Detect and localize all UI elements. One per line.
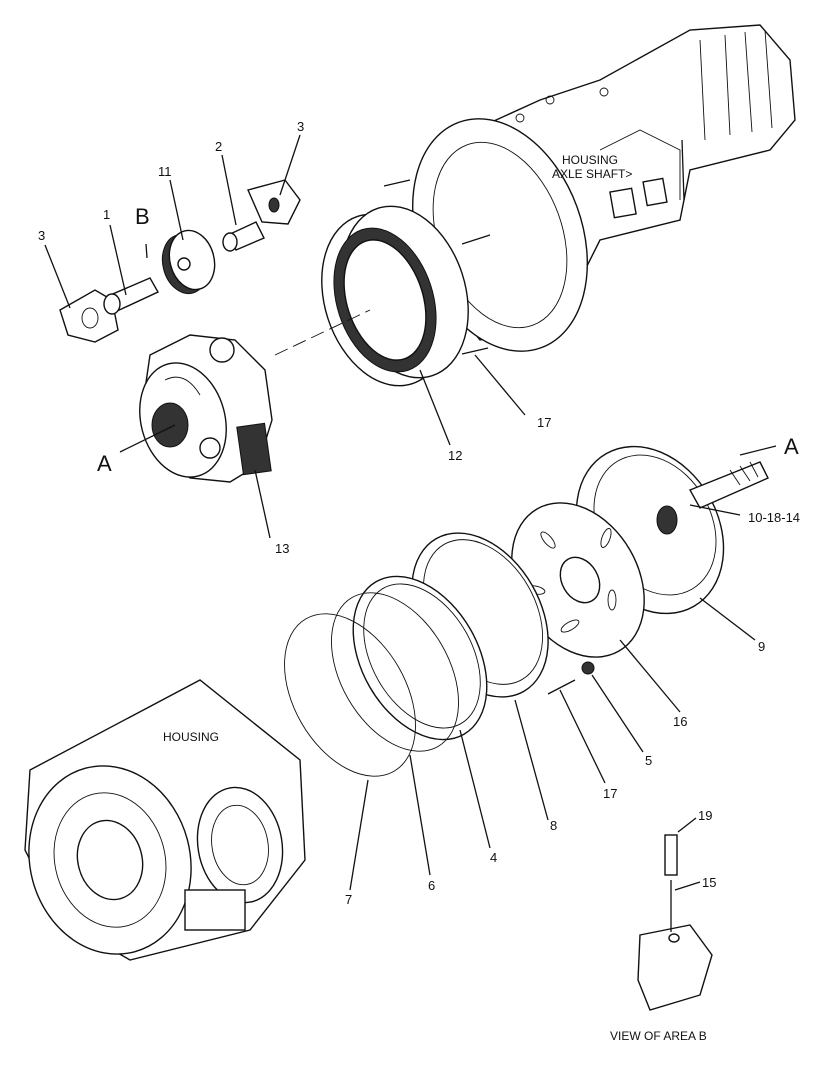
- brake-housing: [24, 679, 306, 961]
- label-housing-axle-shaft-line2: AXLE SHAFT>: [552, 167, 632, 181]
- letter-a-right: A: [784, 434, 799, 459]
- letter-a-left: A: [97, 451, 112, 476]
- callout-10-18-14: 10-18-14: [748, 510, 800, 525]
- callout-19: 19: [698, 808, 712, 823]
- label-view-of-area: VIEW OF AREA B: [610, 1029, 707, 1043]
- brake-pack: [284, 445, 769, 777]
- label-housing-axle-shaft-line1: HOUSING: [562, 153, 618, 167]
- callout-8: 8: [550, 818, 557, 833]
- callout-15: 15: [702, 875, 716, 890]
- callout-2: 2: [215, 139, 222, 154]
- planet-gear-assembly: [59, 179, 301, 343]
- callout-13: 13: [275, 541, 289, 556]
- callout-1: 1: [103, 207, 110, 222]
- callout-4: 4: [490, 850, 497, 865]
- view-of-area-b: [637, 834, 713, 1011]
- callout-5: 5: [645, 753, 652, 768]
- callout-9: 9: [758, 639, 765, 654]
- callout-16: 16: [673, 714, 687, 729]
- callout-17-upper: 17: [537, 415, 551, 430]
- letter-b: B: [135, 204, 150, 229]
- callout-11: 11: [158, 164, 172, 179]
- callout-6: 6: [428, 878, 435, 893]
- callout-12: 12: [448, 448, 462, 463]
- planet-carrier: [139, 334, 273, 483]
- label-housing: HOUSING: [163, 730, 219, 744]
- callout-3-left: 3: [38, 228, 45, 243]
- callout-7: 7: [345, 892, 352, 907]
- callout-3-right: 3: [297, 119, 304, 134]
- ring-gear: [321, 205, 469, 387]
- callout-17-lower: 17: [603, 786, 617, 801]
- leader-lines: [44, 134, 777, 891]
